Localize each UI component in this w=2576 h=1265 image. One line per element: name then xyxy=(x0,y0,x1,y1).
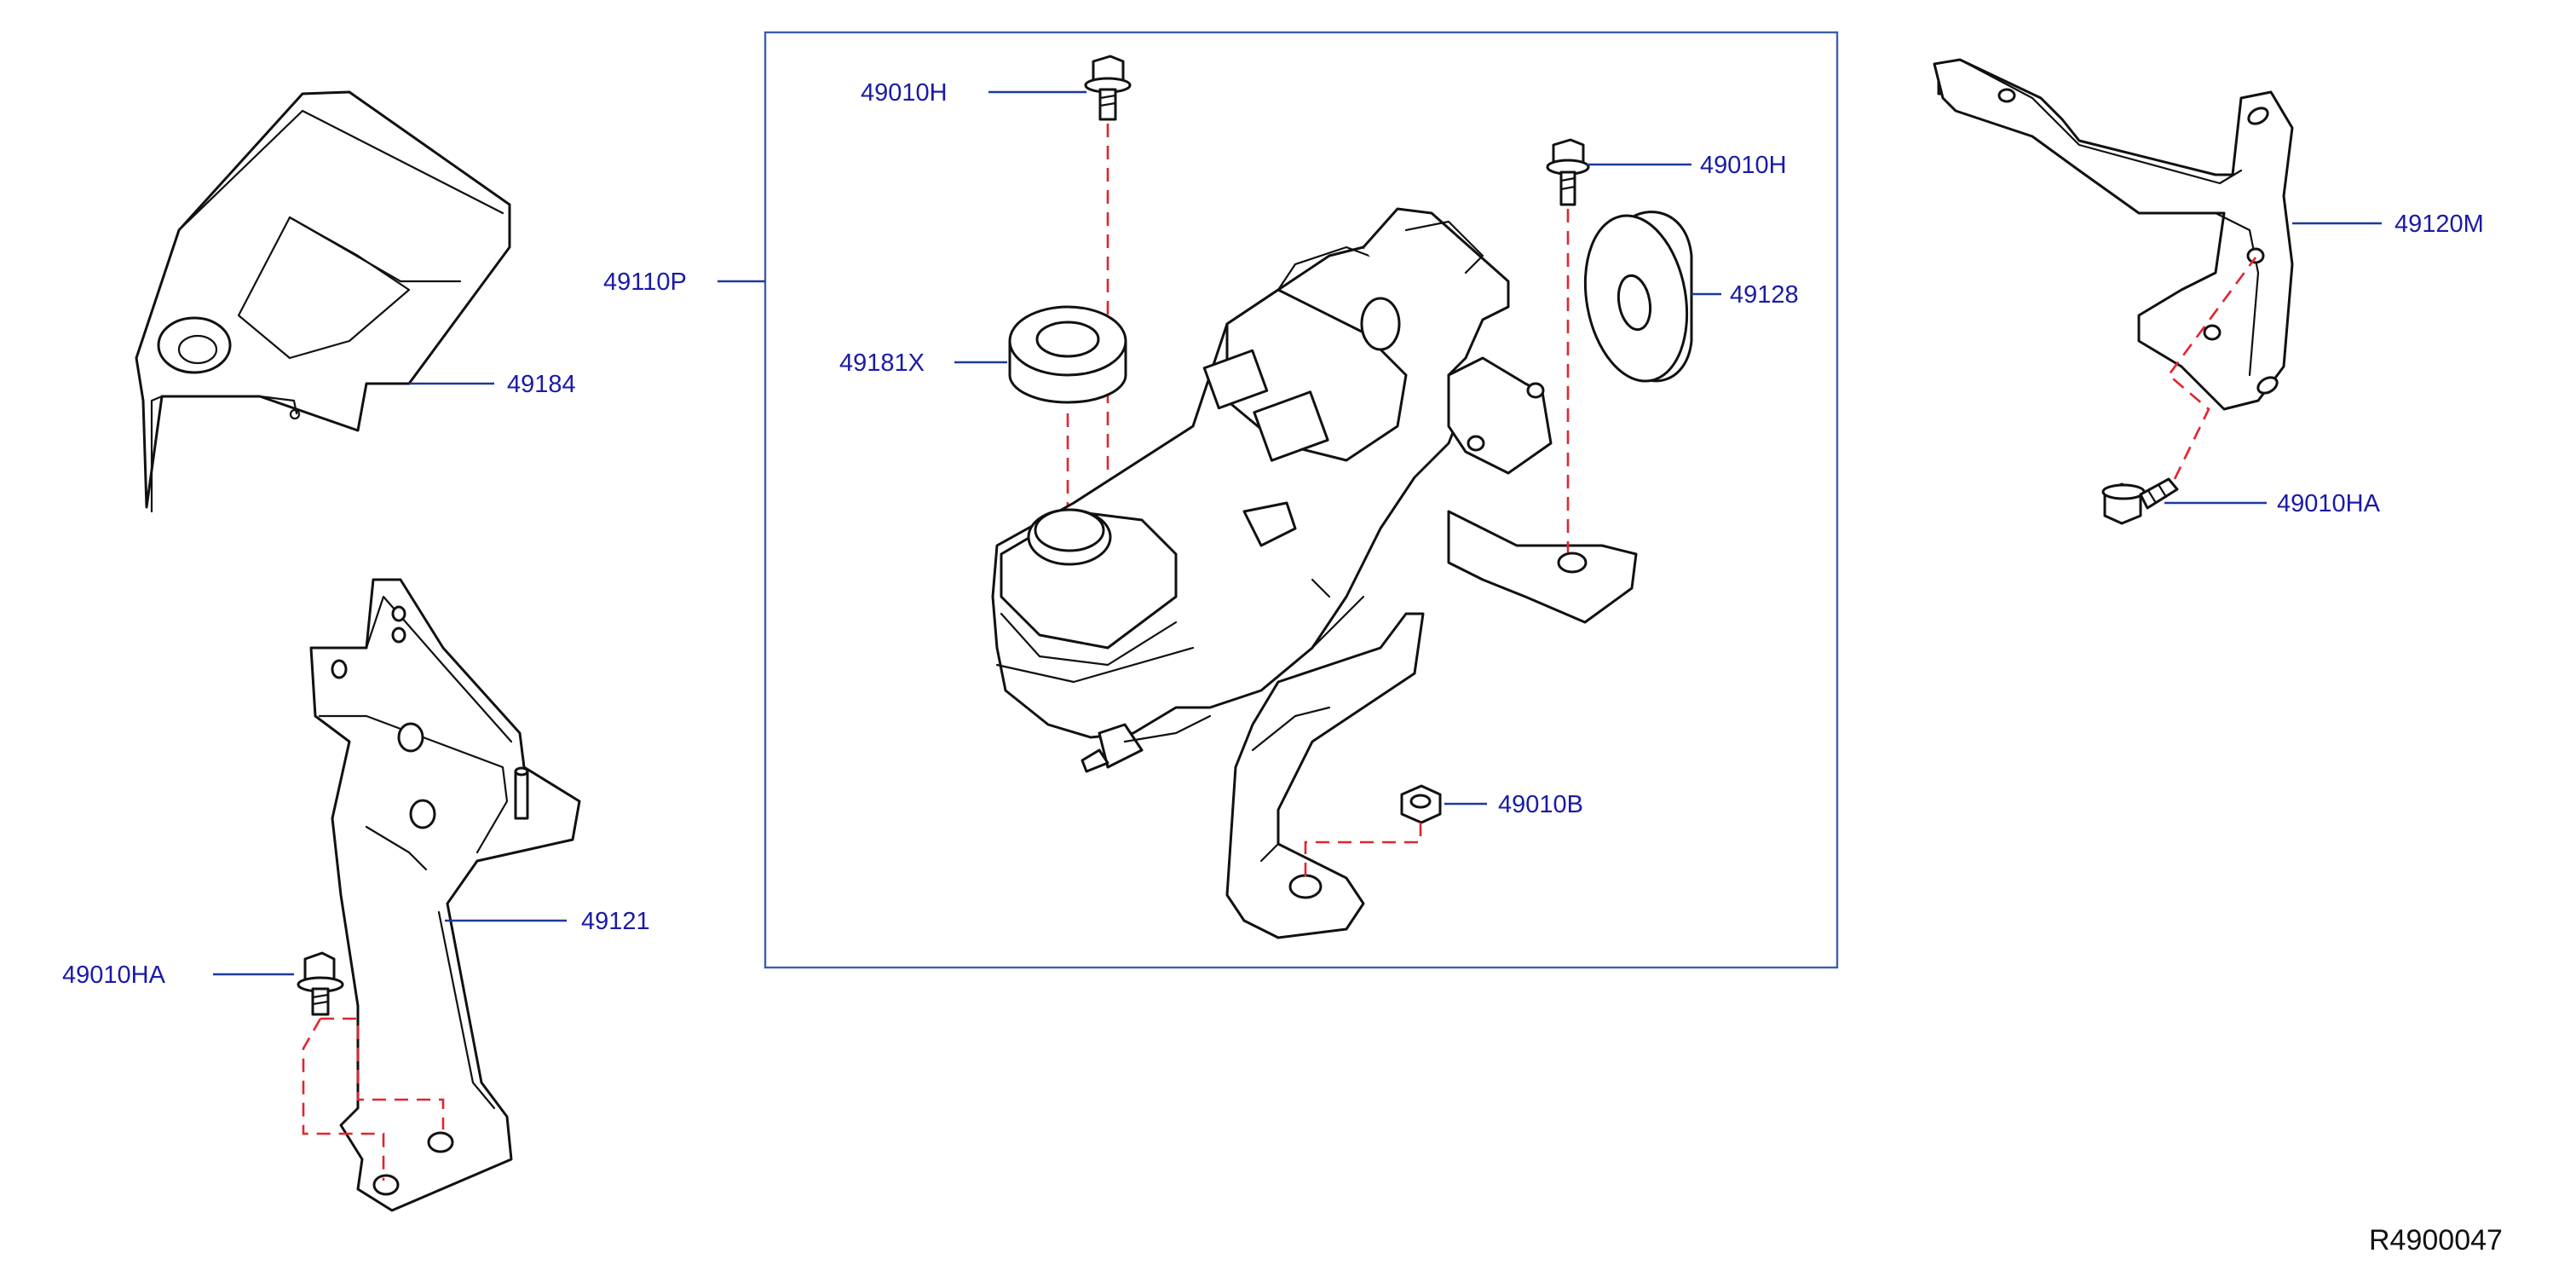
label-49184[interactable]: 49184 xyxy=(507,371,576,398)
bolt-49010HA-right xyxy=(2101,477,2179,525)
bolt-49010HA-left xyxy=(297,951,344,1016)
guide-49010HA-right xyxy=(2167,257,2257,480)
nut-49010B xyxy=(1400,784,1442,824)
label-49010H-top[interactable]: 49010H xyxy=(861,79,948,107)
guide-49010B xyxy=(1304,823,1422,876)
part-49181X-cap xyxy=(1008,305,1127,404)
part-49184-cover xyxy=(135,90,511,513)
part-49121-bracket xyxy=(309,578,581,1212)
label-49181X[interactable]: 49181X xyxy=(839,349,925,377)
label-49121[interactable]: 49121 xyxy=(581,908,650,935)
label-49010H-right[interactable]: 49010H xyxy=(1700,152,1787,179)
part-49110P-pump-assembly xyxy=(991,207,1638,939)
label-49010HA-right[interactable]: 49010HA xyxy=(2277,490,2381,517)
diagram-reference-id: R4900047 xyxy=(2369,1224,2503,1256)
bolt-49010H-right xyxy=(1546,138,1590,206)
label-49010HA-left[interactable]: 49010HA xyxy=(62,962,166,989)
label-49128[interactable]: 49128 xyxy=(1730,281,1799,309)
label-49120M[interactable]: 49120M xyxy=(2394,211,2484,238)
label-49010B[interactable]: 49010B xyxy=(1498,791,1583,818)
part-49128-washer xyxy=(1583,211,1693,383)
bolt-49010H-top xyxy=(1084,55,1132,121)
assembly-frame xyxy=(764,31,1839,969)
label-49110P[interactable]: 49110P xyxy=(603,269,687,296)
guide-49010HA-left xyxy=(302,1017,445,1181)
part-49120M-bracket xyxy=(1933,58,2294,411)
